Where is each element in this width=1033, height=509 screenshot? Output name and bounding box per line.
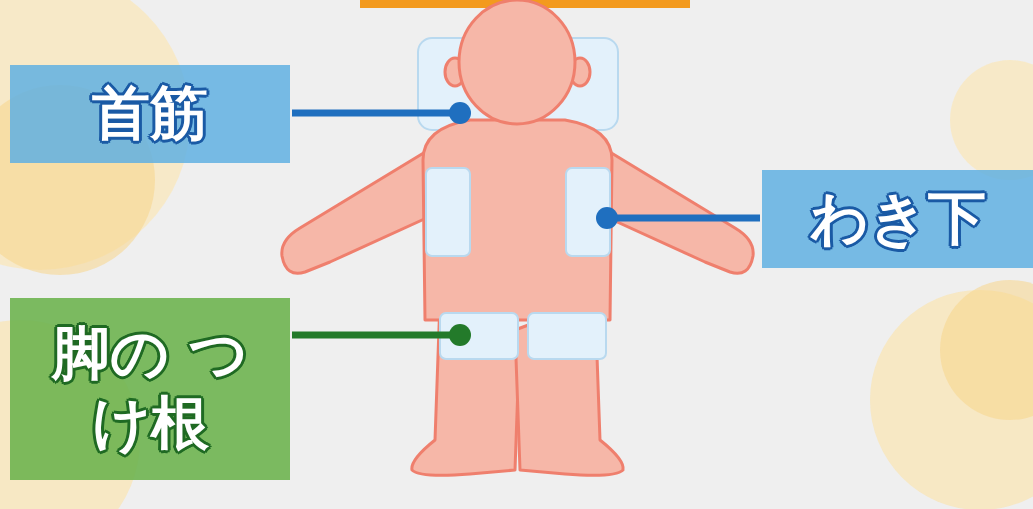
body-part-label: 首筋 [92,79,208,149]
label-box: 首筋 [10,65,290,163]
body-part-label: わき下 [810,184,986,254]
human-figure [282,0,753,475]
label-box: わき下 [762,170,1033,268]
ice-packs [426,168,610,359]
body-part-label: 脚の つけ根 [35,319,265,458]
label-box: 脚の つけ根 [10,298,290,480]
leader-lines [292,102,760,346]
